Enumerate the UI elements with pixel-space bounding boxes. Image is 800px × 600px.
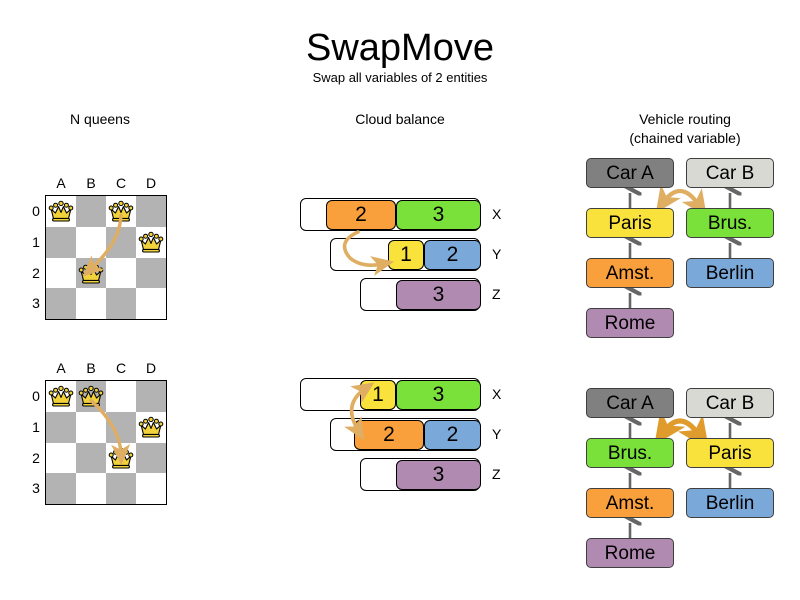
cloud-computer-label-x: X bbox=[492, 386, 502, 402]
chess-cell-d3[interactable] bbox=[136, 288, 166, 319]
chess-rank-label-1: 1 bbox=[32, 418, 40, 435]
chess-cell-d0[interactable] bbox=[136, 381, 166, 412]
vrp-connector-layer bbox=[0, 158, 800, 309]
vrp-customer-berlin[interactable]: Berlin bbox=[686, 258, 774, 288]
chess-cell-b3[interactable] bbox=[76, 473, 106, 504]
section-heading-nqueens: N queens bbox=[70, 111, 130, 127]
chess-rank-label-0: 0 bbox=[32, 203, 40, 219]
chess-cell-b3[interactable] bbox=[76, 288, 106, 319]
chessboard-after: A B C D 0 1 2 3 bbox=[32, 360, 167, 505]
vrp-vehicle-car-a[interactable]: Car A bbox=[586, 158, 674, 188]
cloud-process-y-1[interactable]: 2 bbox=[424, 419, 481, 450]
chess-grid: A B C D 0 1 2 3 bbox=[32, 360, 167, 505]
chess-cell-a2[interactable] bbox=[46, 257, 76, 289]
vrp-vehicle-car-a[interactable]: Car A bbox=[586, 388, 674, 418]
section-heading-cloud-balance: Cloud balance bbox=[355, 111, 445, 127]
chess-rank-label-2: 2 bbox=[32, 264, 40, 281]
chess-rank-label-1: 1 bbox=[32, 233, 40, 250]
cloud-computer-label-z: Z bbox=[492, 286, 501, 302]
vrp-customer-rome[interactable]: Rome bbox=[586, 538, 674, 568]
vrp-customer-paris[interactable]: Paris bbox=[586, 208, 674, 238]
chess-cell-c3[interactable] bbox=[106, 288, 136, 319]
cloud-computer-label-z: Z bbox=[492, 466, 501, 482]
cloud-process-x-0[interactable]: 2 bbox=[326, 199, 396, 230]
chess-cell-a3[interactable] bbox=[46, 473, 76, 504]
vrp-customer-amst[interactable]: Amst. bbox=[586, 488, 674, 518]
chess-rank-label-0: 0 bbox=[32, 388, 40, 404]
vrp-customer-brus[interactable]: Brus. bbox=[686, 208, 774, 238]
cloud-computer-label-y: Y bbox=[492, 426, 502, 442]
chess-rank-label-3: 3 bbox=[32, 480, 40, 497]
chess-file-label-d: D bbox=[145, 175, 157, 191]
chess-cell-d3[interactable] bbox=[136, 473, 166, 504]
vrp-customer-rome[interactable]: Rome bbox=[586, 308, 674, 338]
vrp-vehicle-car-b[interactable]: Car B bbox=[686, 388, 774, 418]
vrp-customer-berlin[interactable]: Berlin bbox=[686, 488, 774, 518]
chess-file-label-c: C bbox=[115, 175, 127, 191]
vrp-heading-line-2: (chained variable) bbox=[629, 130, 741, 146]
chess-rank-label-3: 3 bbox=[32, 295, 40, 312]
vrp-heading-line-1: Vehicle routing bbox=[639, 111, 731, 127]
chess-file-label-b: B bbox=[86, 360, 96, 376]
cloud-process-x-1[interactable]: 3 bbox=[396, 379, 481, 410]
page-subtitle: Swap all variables of 2 entities bbox=[312, 70, 488, 85]
chess-cell-a1[interactable] bbox=[46, 411, 76, 443]
vrp-customer-paris[interactable]: Paris bbox=[686, 438, 774, 468]
cloud-computer-label-x: X bbox=[492, 206, 502, 222]
vrp-connector-layer bbox=[0, 388, 800, 539]
chess-cell-c3[interactable] bbox=[106, 473, 136, 504]
cloud-process-z-0[interactable]: 3 bbox=[396, 459, 481, 490]
chess-cell-d2[interactable] bbox=[136, 442, 166, 474]
chess-rank-label-2: 2 bbox=[32, 449, 40, 466]
chess-cell-d0[interactable] bbox=[136, 196, 166, 227]
cloud-process-x-1[interactable]: 3 bbox=[396, 199, 481, 230]
chess-file-label-a: A bbox=[56, 360, 66, 376]
chess-file-label-b: B bbox=[86, 175, 96, 191]
chess-file-label-a: A bbox=[56, 175, 66, 191]
chess-file-label-c: C bbox=[115, 360, 127, 376]
chess-cell-d2[interactable] bbox=[136, 257, 166, 289]
chess-cell-a1[interactable] bbox=[46, 226, 76, 258]
chess-file-label-d: D bbox=[145, 360, 157, 376]
cloud-computer-label-y: Y bbox=[492, 246, 502, 262]
cloud-process-y-1[interactable]: 2 bbox=[424, 239, 481, 270]
chess-cell-a2[interactable] bbox=[46, 442, 76, 474]
vrp-vehicle-car-b[interactable]: Car B bbox=[686, 158, 774, 188]
vrp-customer-amst[interactable]: Amst. bbox=[586, 258, 674, 288]
chess-cell-a3[interactable] bbox=[46, 288, 76, 319]
vrp-customer-brus[interactable]: Brus. bbox=[586, 438, 674, 468]
cloud-process-z-0[interactable]: 3 bbox=[396, 279, 481, 310]
section-heading-vehicle-routing: Vehicle routing (chained variable) bbox=[590, 110, 780, 148]
page-title: SwapMove bbox=[306, 27, 494, 69]
